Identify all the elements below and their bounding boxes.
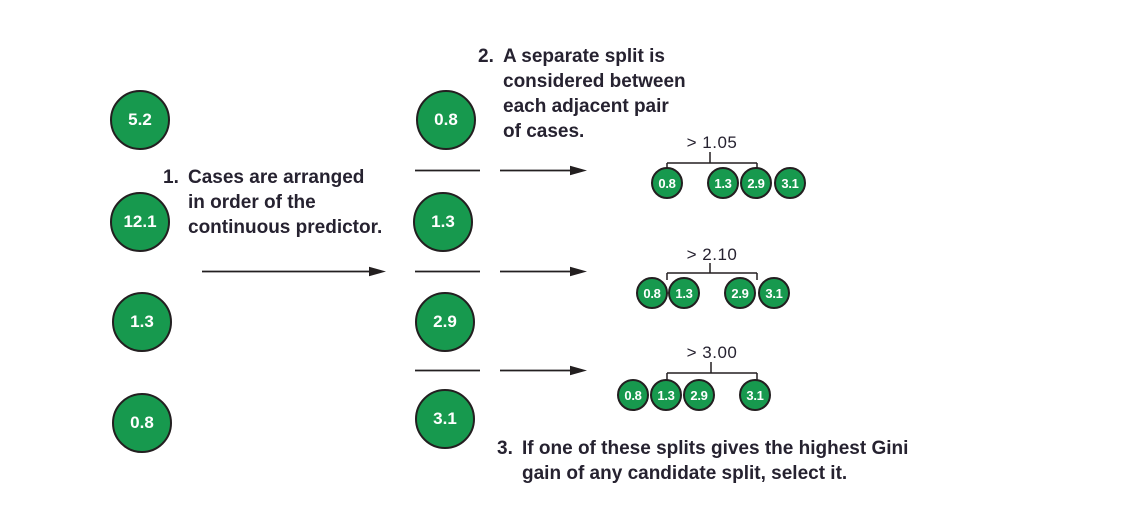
case-node-sorted-2: 1.3 <box>413 192 473 252</box>
caption-step-1: 1. Cases are arranged in order of the co… <box>163 165 428 240</box>
caption-step-2-number: 2. <box>478 46 494 67</box>
split-3-node-4: 3.1 <box>739 379 771 411</box>
case-node-unsorted-3: 1.3 <box>112 292 172 352</box>
caption-step-2: 2. A separate split is considered betwee… <box>478 44 728 144</box>
caption-step-1-text: Cases are arranged in order of the conti… <box>188 167 383 238</box>
split-3-node-2: 1.3 <box>650 379 682 411</box>
arrow-sort-step <box>202 266 386 277</box>
split-2-node-1: 0.8 <box>636 277 668 309</box>
arrow-split-1 <box>500 165 587 176</box>
bracket-split-1 <box>666 152 758 170</box>
case-node-sorted-3: 2.9 <box>415 292 475 352</box>
split-3-node-1: 0.8 <box>617 379 649 411</box>
case-node-unsorted-4: 0.8 <box>112 393 172 453</box>
arrow-split-2 <box>500 266 587 277</box>
case-node-sorted-1: 0.8 <box>416 90 476 150</box>
case-node-sorted-4: 3.1 <box>415 389 475 449</box>
split-1-node-1: 0.8 <box>651 167 683 199</box>
split-1-node-4: 3.1 <box>774 167 806 199</box>
split-1-threshold-label: > 1.05 <box>686 133 738 152</box>
split-2-node-3: 2.9 <box>724 277 756 309</box>
caption-step-2-text: A separate split is considered between e… <box>503 46 686 142</box>
bracket-split-3 <box>666 362 758 381</box>
split-2-node-2: 1.3 <box>668 277 700 309</box>
split-3-node-3: 2.9 <box>683 379 715 411</box>
arrow-split-3 <box>500 365 587 376</box>
caption-step-3: 3. If one of these splits gives the high… <box>497 436 1017 486</box>
case-node-unsorted-1: 5.2 <box>110 90 170 150</box>
split-1-node-3: 2.9 <box>740 167 772 199</box>
bracket-split-2 <box>666 263 758 280</box>
caption-step-1-number: 1. <box>163 167 179 188</box>
split-2-node-4: 3.1 <box>758 277 790 309</box>
caption-step-3-text: If one of these splits gives the highest… <box>522 438 909 484</box>
split-2-threshold-label: > 2.10 <box>686 245 738 264</box>
split-1-node-2: 1.3 <box>707 167 739 199</box>
split-3-threshold-label: > 3.00 <box>686 343 738 362</box>
caption-step-3-number: 3. <box>497 438 513 459</box>
case-node-unsorted-2: 12.1 <box>110 192 170 252</box>
